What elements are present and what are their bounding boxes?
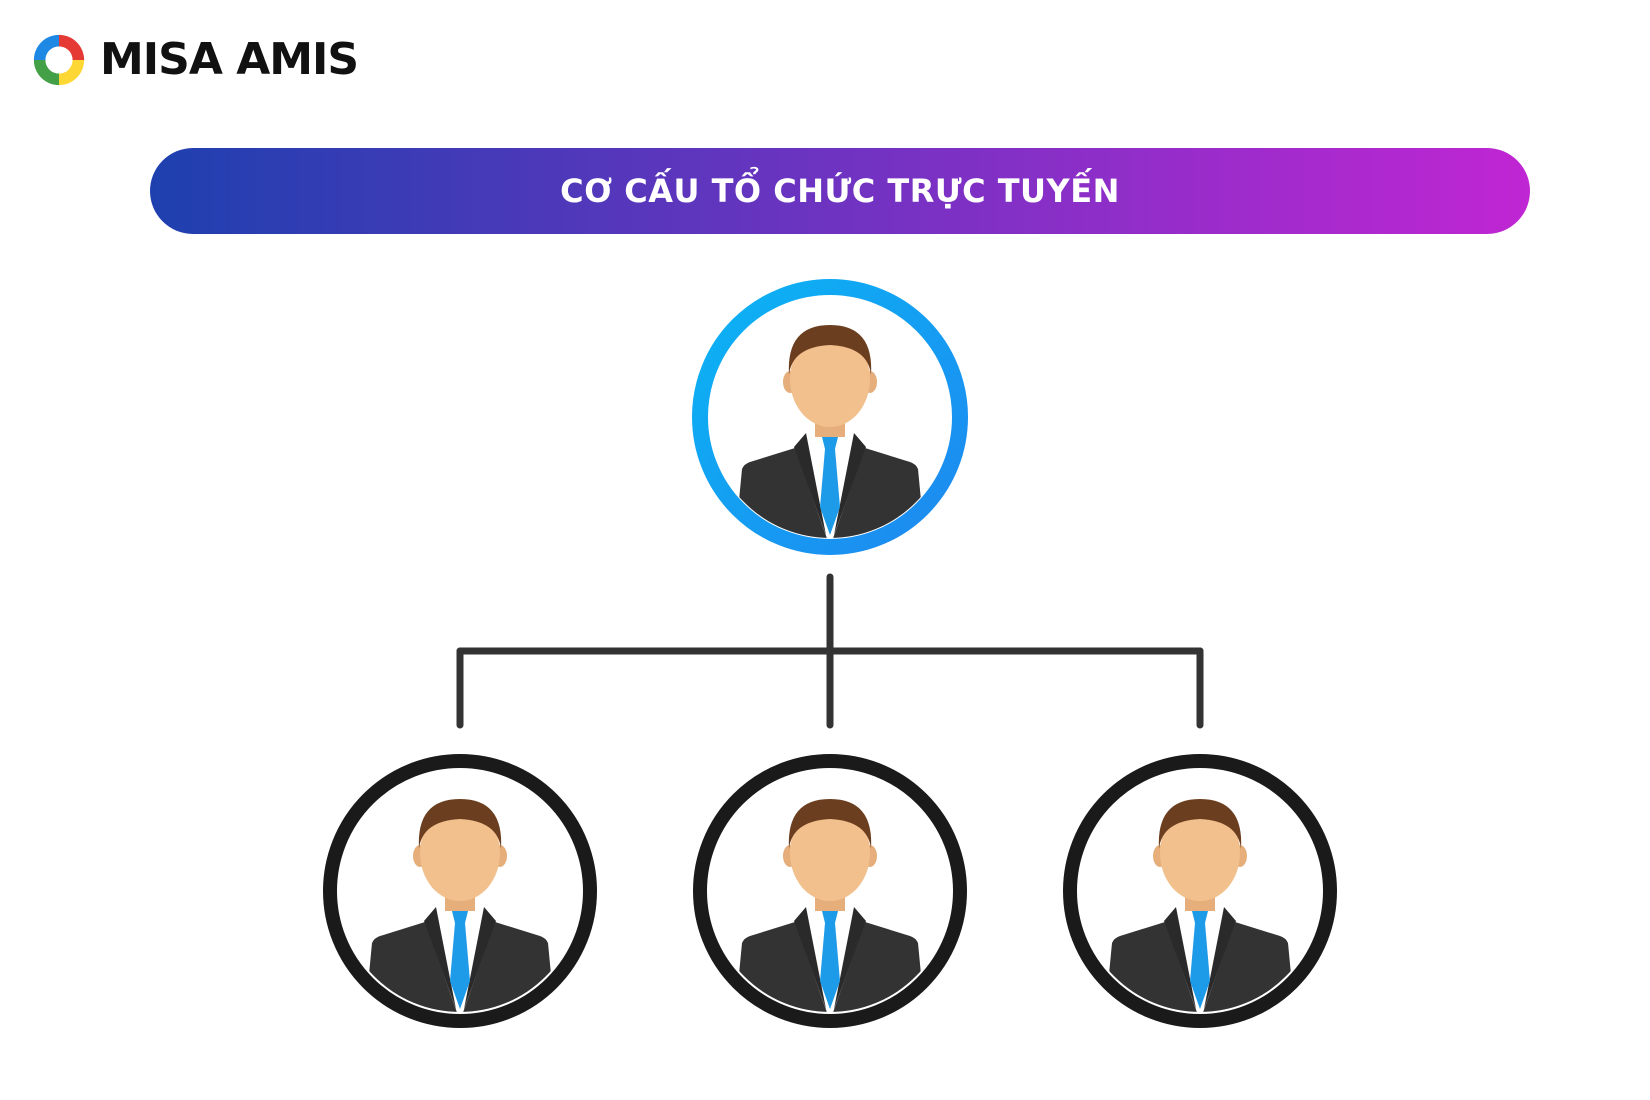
hair <box>788 325 872 375</box>
hair <box>788 799 872 849</box>
lapel-right <box>464 907 496 1009</box>
head <box>790 331 870 427</box>
lapel-right <box>834 433 866 535</box>
lapel-right <box>1204 907 1236 1009</box>
head <box>420 805 500 901</box>
suit <box>735 922 925 1012</box>
head <box>790 805 870 901</box>
org-node-root <box>692 279 968 555</box>
lapel-left <box>424 907 456 1009</box>
tie <box>820 911 840 1009</box>
tie <box>450 911 470 1009</box>
head <box>1160 805 1240 901</box>
page-title: CƠ CẤU TỔ CHỨC TRỰC TUYẾN <box>560 172 1120 210</box>
tie <box>1190 911 1210 1009</box>
org-node-child-1 <box>323 754 597 1028</box>
businessman-icon <box>1105 799 1295 1012</box>
lapel-left <box>794 907 826 1009</box>
lapel-right <box>834 907 866 1009</box>
connector-lines <box>456 573 1204 729</box>
brand-logo: MISA AMIS <box>30 30 359 90</box>
suit <box>365 922 555 1012</box>
brand-name: MISA AMIS <box>100 34 359 85</box>
suit <box>1105 922 1295 1012</box>
lapel-left <box>794 433 826 535</box>
hair <box>418 799 502 849</box>
org-node-child-2 <box>693 754 967 1028</box>
lapel-left <box>1164 907 1196 1009</box>
hair <box>1158 799 1242 849</box>
tie <box>820 437 840 535</box>
title-banner: CƠ CẤU TỔ CHỨC TRỰC TUYẾN <box>150 148 1530 234</box>
businessman-icon <box>735 325 925 538</box>
org-node-child-3 <box>1063 754 1337 1028</box>
misa-amis-logo-icon <box>33 34 85 86</box>
businessman-icon <box>365 799 555 1012</box>
suit <box>735 448 925 538</box>
businessman-icon <box>735 799 925 1012</box>
